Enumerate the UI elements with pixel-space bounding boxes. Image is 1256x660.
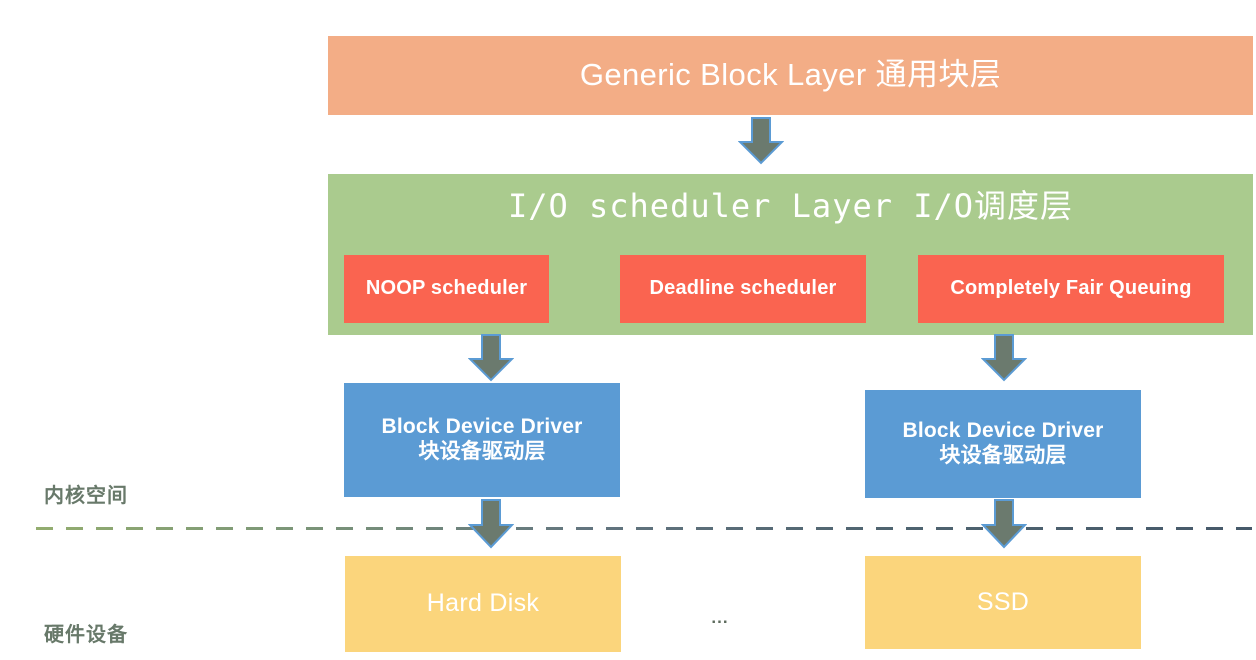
hardware-device-ellipsis: ... (711, 608, 729, 627)
side-label-kernel-space: 内核空间 (44, 485, 128, 507)
scheduler-chip-cfq-label: Completely Fair Queuing (950, 277, 1192, 300)
down-arrow-icon-driver-to-device-left (468, 499, 514, 549)
side-label-hardware: 硬件设备 (44, 624, 128, 646)
scheduler-chip-completely-fair-queuing[interactable]: Completely Fair Queuing (918, 255, 1224, 323)
io-scheduler-layer-title: I/O scheduler Layer I/O调度层 (507, 187, 1074, 225)
block-device-driver-box-left: Block Device Driver 块设备驱动层 (344, 383, 620, 497)
hardware-device-box-ssd: SSD (865, 556, 1141, 649)
block-device-driver-left-line1: Block Device Driver (381, 415, 583, 439)
down-arrow-icon-scheduler-to-driver-right (981, 334, 1027, 382)
io-scheduler-layer-box: I/O scheduler Layer I/O调度层 NOOP schedule… (328, 174, 1253, 335)
scheduler-chip-deadline-label: Deadline scheduler (649, 277, 837, 300)
scheduler-chip-noop[interactable]: NOOP scheduler (344, 255, 549, 323)
down-arrow-icon-scheduler-to-driver-left (468, 334, 514, 382)
generic-block-layer-box: Generic Block Layer 通用块层 (328, 36, 1253, 115)
block-device-driver-right-line2: 块设备驱动层 (939, 444, 1067, 467)
block-device-driver-right-line1: Block Device Driver (902, 419, 1104, 443)
scheduler-chip-deadline[interactable]: Deadline scheduler (620, 255, 866, 323)
hardware-device-ssd-label: SSD (976, 587, 1030, 616)
hardware-device-hard-disk-label: Hard Disk (426, 589, 540, 618)
block-device-driver-box-right: Block Device Driver 块设备驱动层 (865, 390, 1141, 498)
block-device-driver-left-line2: 块设备驱动层 (418, 440, 546, 463)
scheduler-chip-noop-label: NOOP scheduler (365, 277, 528, 300)
down-arrow-icon-generic-to-scheduler (738, 117, 784, 165)
generic-block-layer-label: Generic Block Layer 通用块层 (579, 57, 1002, 93)
down-arrow-icon-driver-to-device-right (981, 499, 1027, 549)
hardware-device-box-hard-disk: Hard Disk (345, 556, 621, 652)
kernel-hardware-divider (36, 527, 1252, 530)
